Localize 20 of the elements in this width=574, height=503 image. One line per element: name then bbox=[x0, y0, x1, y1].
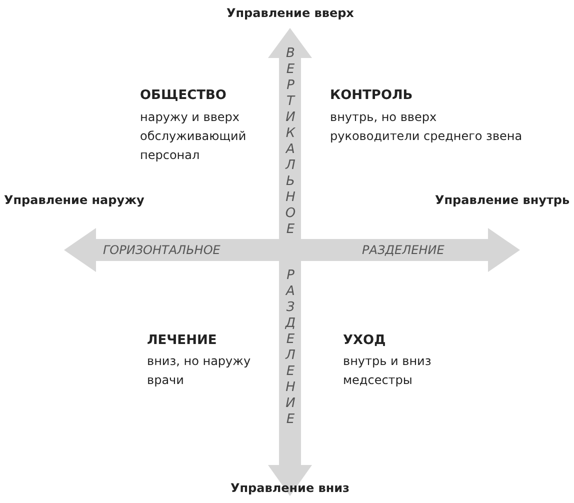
axis-label: РАЗДЕЛЕНИЕ bbox=[282, 268, 299, 428]
axis-label: РАЗДЕЛЕНИЕ bbox=[362, 242, 444, 259]
axis-end-label: Управление вниз bbox=[230, 480, 350, 497]
quadrant-text: врачи bbox=[147, 372, 184, 389]
quadrant-heading: УХОД bbox=[343, 332, 386, 350]
quadrant-heading: КОНТРОЛЬ bbox=[330, 87, 413, 105]
quadrant-heading: ЛЕЧЕНИЕ bbox=[147, 332, 217, 350]
quadrant-text: внутрь и вниз bbox=[343, 353, 432, 370]
quadrant-text: медсестры bbox=[343, 372, 412, 389]
axis-label: ГОРИЗОНТАЛЬНОЕ bbox=[103, 242, 220, 259]
axis-end-label: Управление внутрь bbox=[435, 192, 570, 209]
quadrant-text: внутрь, но вверх bbox=[330, 109, 437, 126]
quadrant-text: руководители среднего звена bbox=[330, 128, 522, 145]
quadrant-text: обслуживающий персонал bbox=[140, 128, 248, 164]
quadrant-text: наружу и вверх bbox=[140, 109, 240, 126]
quadrant-text: вниз, но наружу bbox=[147, 353, 251, 370]
axis-end-label: Управление наружу bbox=[4, 192, 144, 209]
axis-label: ВЕРТИКАЛЬНОЕ bbox=[282, 46, 299, 238]
axis-end-label: Управление вверх bbox=[226, 5, 354, 22]
quadrant-heading: ОБЩЕСТВО bbox=[140, 87, 226, 105]
